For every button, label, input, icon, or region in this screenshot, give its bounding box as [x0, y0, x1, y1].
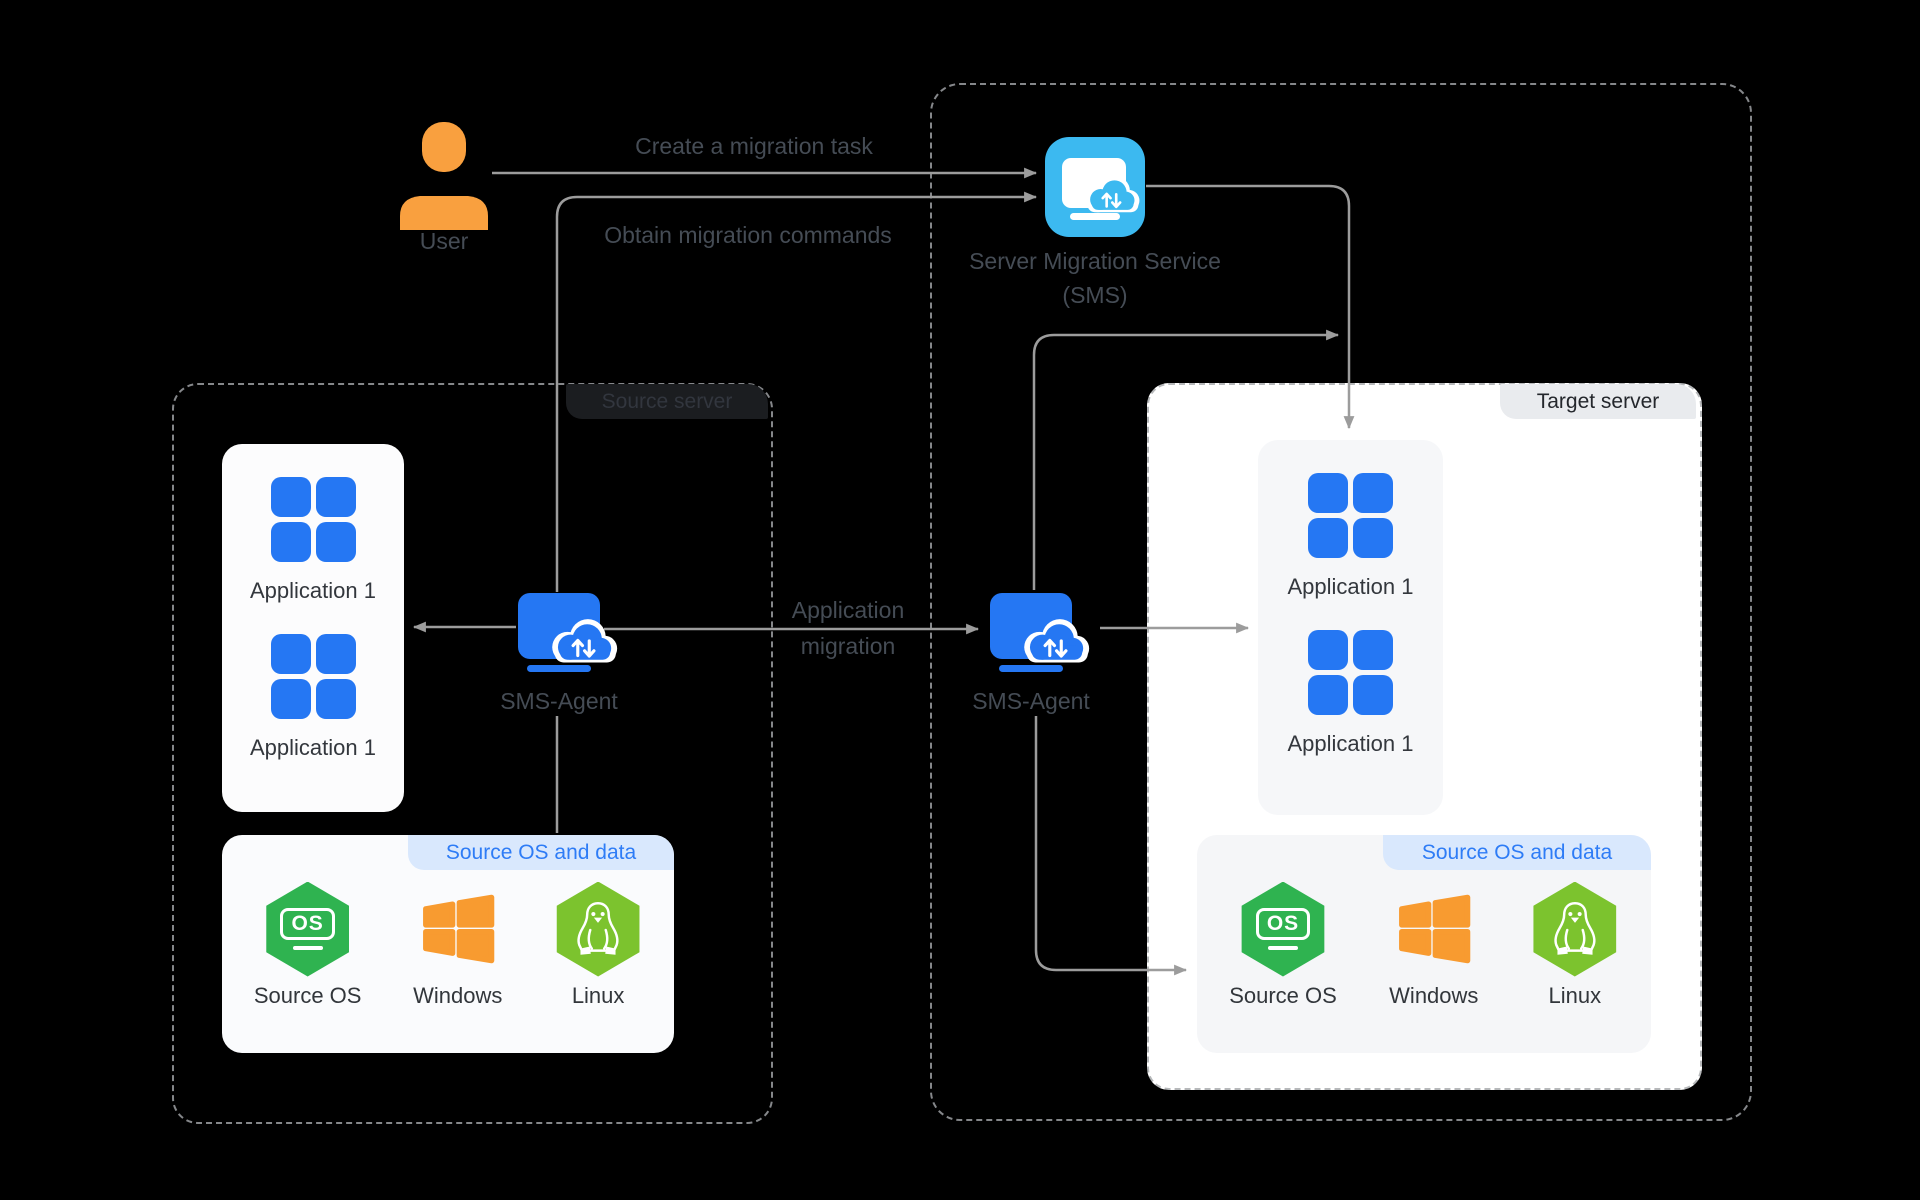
application-label: Application 1 [1287, 731, 1414, 756]
application-grid-icon [270, 477, 356, 562]
windows-item: Windows [1389, 881, 1478, 1009]
os-badge-text: OS [280, 908, 335, 940]
os-badge-text: OS [1255, 908, 1311, 940]
os-badge-underline [1267, 946, 1298, 950]
target-server-label: Target server [1536, 389, 1660, 413]
target-applications-card: Application 1 Application 1 [1258, 440, 1443, 815]
linux-item: Linux [554, 881, 642, 1009]
os-item-label: Windows [1389, 983, 1479, 1008]
windows-icon [1398, 894, 1471, 964]
target-server-outer-box [930, 83, 1752, 1121]
wire-sms-to-target-app [1146, 184, 1355, 430]
source-os-band-label: Source OS and data [445, 840, 637, 864]
application-grid-icon [270, 634, 356, 719]
os-item-label: Linux [1548, 983, 1602, 1008]
cloud-sync-icon [1085, 176, 1140, 213]
wire-obtain-commands [555, 191, 1038, 592]
target-sms-agent-icon [990, 593, 1096, 679]
cloud-sync-icon [552, 619, 618, 663]
os-item-label: Windows [413, 983, 503, 1008]
target-os-band-label: Source OS and data [1421, 840, 1613, 864]
wire-target-agent-up [1032, 329, 1340, 590]
user-icon [400, 122, 488, 230]
app-migration-label-line1: Application [791, 597, 905, 623]
linux-item: Linux [1531, 881, 1619, 1009]
agent-stand-shape [999, 665, 1063, 672]
create-task-label: Create a migration task [635, 133, 873, 159]
source-sms-agent-icon [518, 593, 624, 679]
agent-stand-shape [527, 665, 591, 672]
sms-service-abbr: (SMS) [1062, 282, 1128, 308]
target-os-band: Source OS and data [1383, 835, 1651, 870]
source-agent-label: SMS-Agent [500, 688, 618, 714]
os-item-label: Source OS [1229, 983, 1337, 1008]
target-server-tab: Target server [1500, 384, 1696, 419]
source-server-label: Source server [601, 389, 733, 413]
application-grid-icon [1308, 473, 1393, 558]
source-applications-card: Application 1 Application 1 [222, 444, 404, 812]
target-os-card: Source OS and data OS Source OS [1197, 835, 1651, 1053]
os-item-label: Linux [571, 983, 625, 1008]
application-label: Application 1 [1287, 574, 1414, 599]
cloud-sync-icon [1024, 619, 1090, 663]
obtain-commands-label: Obtain migration commands [604, 222, 892, 248]
windows-item: Windows [413, 881, 502, 1009]
user-label: User [419, 228, 469, 254]
source-os-card: Source OS and data OS Source OS [222, 835, 674, 1053]
source-os-item: OS Source OS [1229, 881, 1337, 1009]
application-label: Application 1 [250, 735, 376, 760]
target-agent-label: SMS-Agent [972, 688, 1090, 714]
os-item-label: Source OS [253, 983, 362, 1008]
application-grid-icon [1308, 630, 1393, 715]
source-os-band: Source OS and data [408, 835, 674, 870]
app-migration-label-line2: migration [800, 633, 896, 659]
sms-stand-shape [1070, 213, 1120, 220]
os-badge-underline [292, 946, 323, 950]
source-server-box [172, 383, 773, 1124]
sms-service-name: Server Migration Service [969, 248, 1221, 274]
windows-icon [422, 894, 495, 964]
source-os-item: OS Source OS [253, 881, 362, 1009]
sms-service-icon [1045, 137, 1145, 237]
source-server-tab: Source server [566, 384, 768, 419]
wire-agent-to-target-os [1034, 716, 1188, 976]
application-label: Application 1 [250, 578, 376, 603]
